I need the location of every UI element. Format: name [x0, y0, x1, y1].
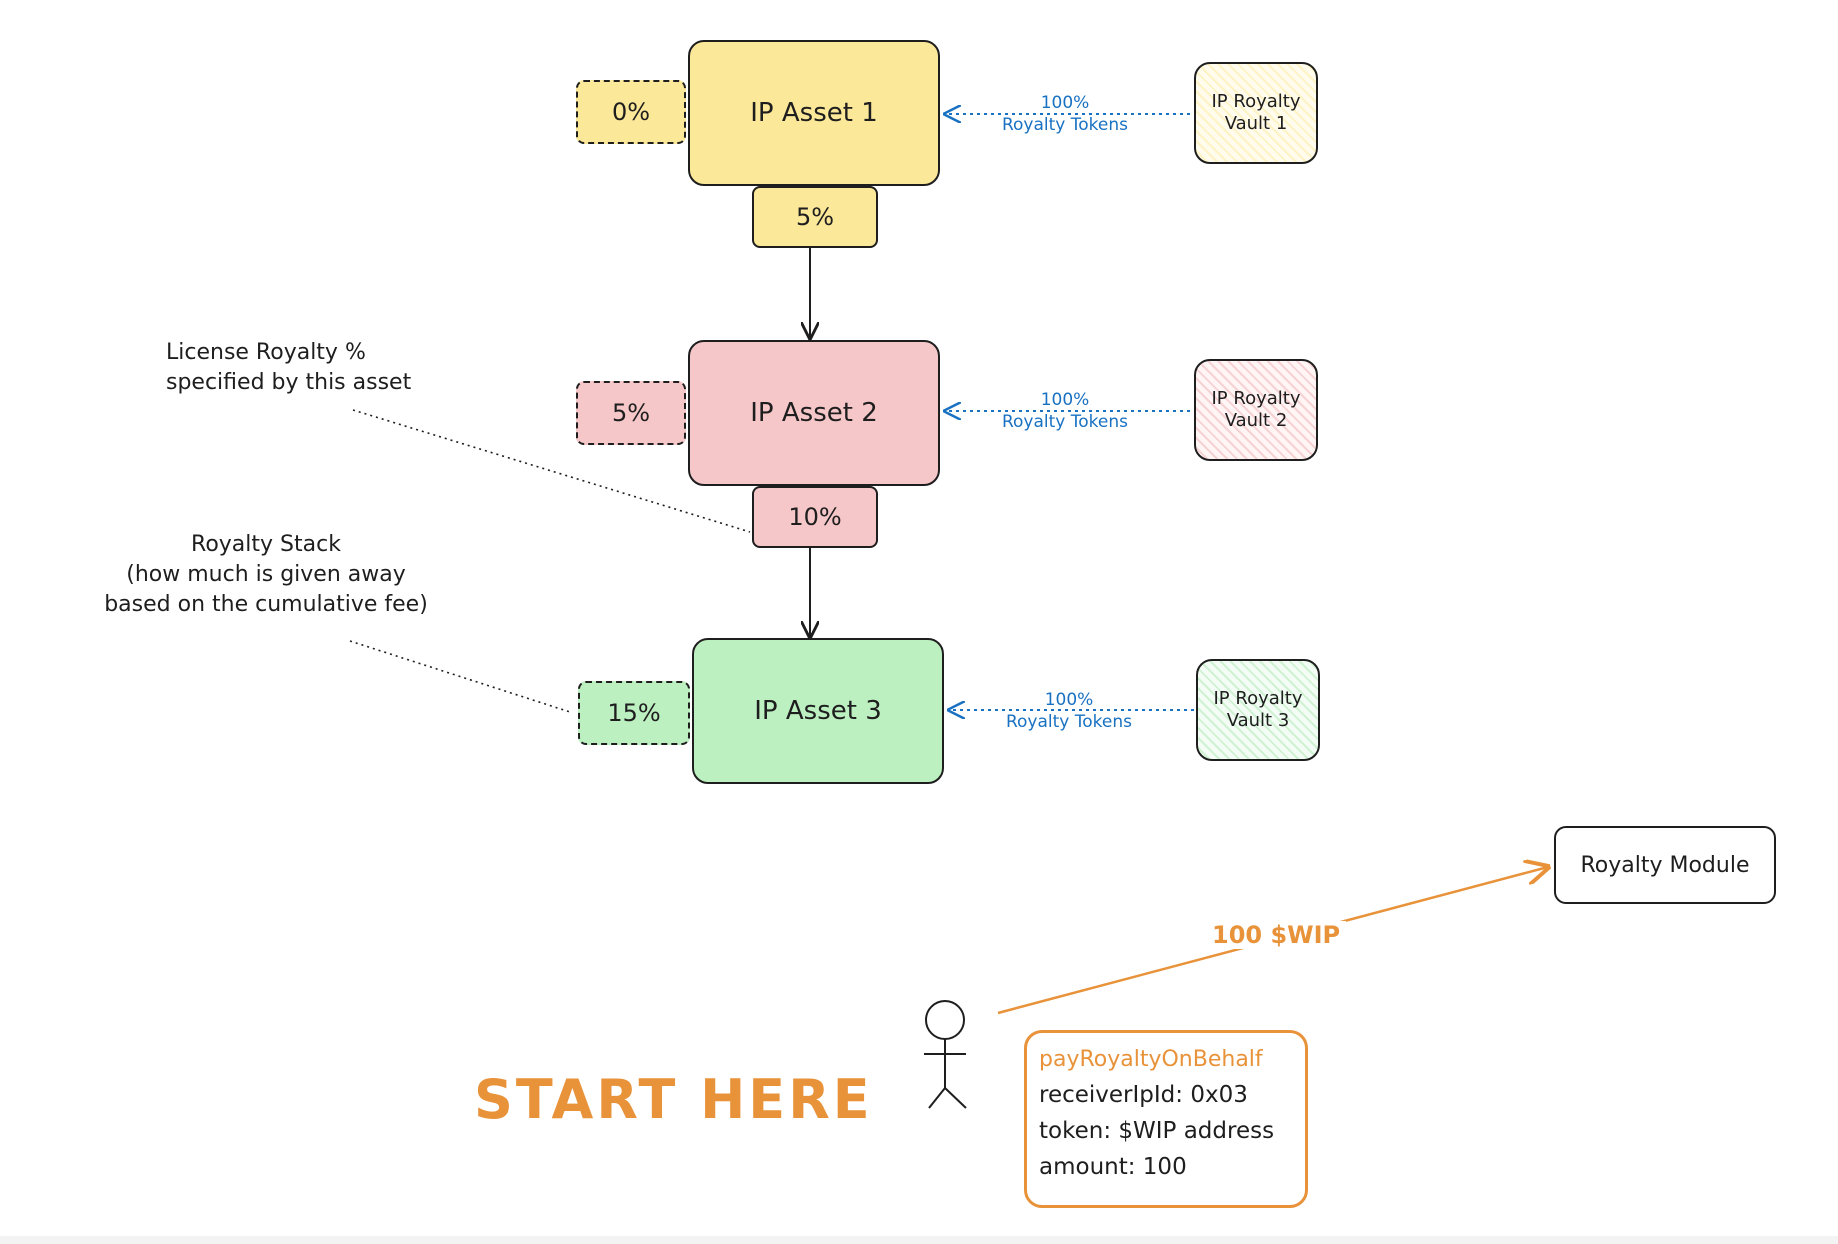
royalty-stack-value: 0%: [611, 98, 651, 126]
royalty-tokens-label-3: 100% Royalty Tokens: [1005, 690, 1132, 732]
license-royalty-annotation: License Royalty % specified by this asse…: [166, 340, 412, 395]
license-royalty-value: 10%: [788, 503, 842, 531]
license-royalty-asset-1: 5%: [752, 186, 878, 248]
ip-asset-label: IP Asset 2: [750, 398, 878, 428]
payment-amount-label: 100 $WIP: [1206, 921, 1347, 949]
royalty-module[interactable]: Royalty Module: [1554, 826, 1776, 904]
start-here-label: START HERE: [474, 1068, 873, 1131]
leader-royalty-stack: [349, 640, 571, 713]
call-arg-amount: amount: 100: [1039, 1154, 1187, 1180]
royalty-stack-annotation: Royalty Stack (how much is given away ba…: [104, 532, 428, 617]
license-royalty-value: 5%: [795, 203, 835, 231]
vault-label: IP Royalty Vault 3: [1213, 688, 1303, 731]
call-arg-receiver: receiverIpId: 0x03: [1039, 1082, 1248, 1108]
royalty-tokens-label-2: 100% Royalty Tokens: [1001, 390, 1128, 432]
ip-royalty-vault-2[interactable]: IP Royalty Vault 2: [1194, 359, 1318, 461]
canvas-bottom-edge: [0, 1236, 1838, 1244]
vault-label: IP Royalty Vault 2: [1211, 388, 1301, 431]
royalty-tokens-label-1: 100% Royalty Tokens: [1001, 93, 1128, 135]
royalty-stack-value: 15%: [607, 699, 661, 727]
ip-asset-label: IP Asset 1: [750, 98, 878, 128]
ip-royalty-vault-3[interactable]: IP Royalty Vault 3: [1196, 659, 1320, 761]
ip-asset-2[interactable]: IP Asset 2: [688, 340, 940, 486]
call-arg-token: token: $WIP address: [1039, 1118, 1275, 1144]
royalty-module-label: Royalty Module: [1580, 852, 1750, 878]
license-royalty-asset-2: 10%: [752, 486, 878, 548]
ip-asset-3[interactable]: IP Asset 3: [692, 638, 944, 784]
user-figure-icon: [924, 1000, 967, 1109]
pay-royalty-call-box[interactable]: payRoyaltyOnBehalf receiverIpId: 0x03 to…: [1024, 1030, 1308, 1208]
ip-royalty-vault-1[interactable]: IP Royalty Vault 1: [1194, 62, 1318, 164]
ip-asset-1[interactable]: IP Asset 1: [688, 40, 940, 186]
call-function-name: payRoyaltyOnBehalf: [1039, 1047, 1263, 1072]
royalty-stack-asset-3: 15%: [578, 681, 690, 745]
royalty-stack-asset-2: 5%: [576, 381, 686, 445]
ip-asset-label: IP Asset 3: [754, 696, 882, 726]
royalty-stack-asset-1: 0%: [576, 80, 686, 144]
vault-label: IP Royalty Vault 1: [1211, 91, 1301, 134]
royalty-stack-value: 5%: [611, 399, 651, 427]
